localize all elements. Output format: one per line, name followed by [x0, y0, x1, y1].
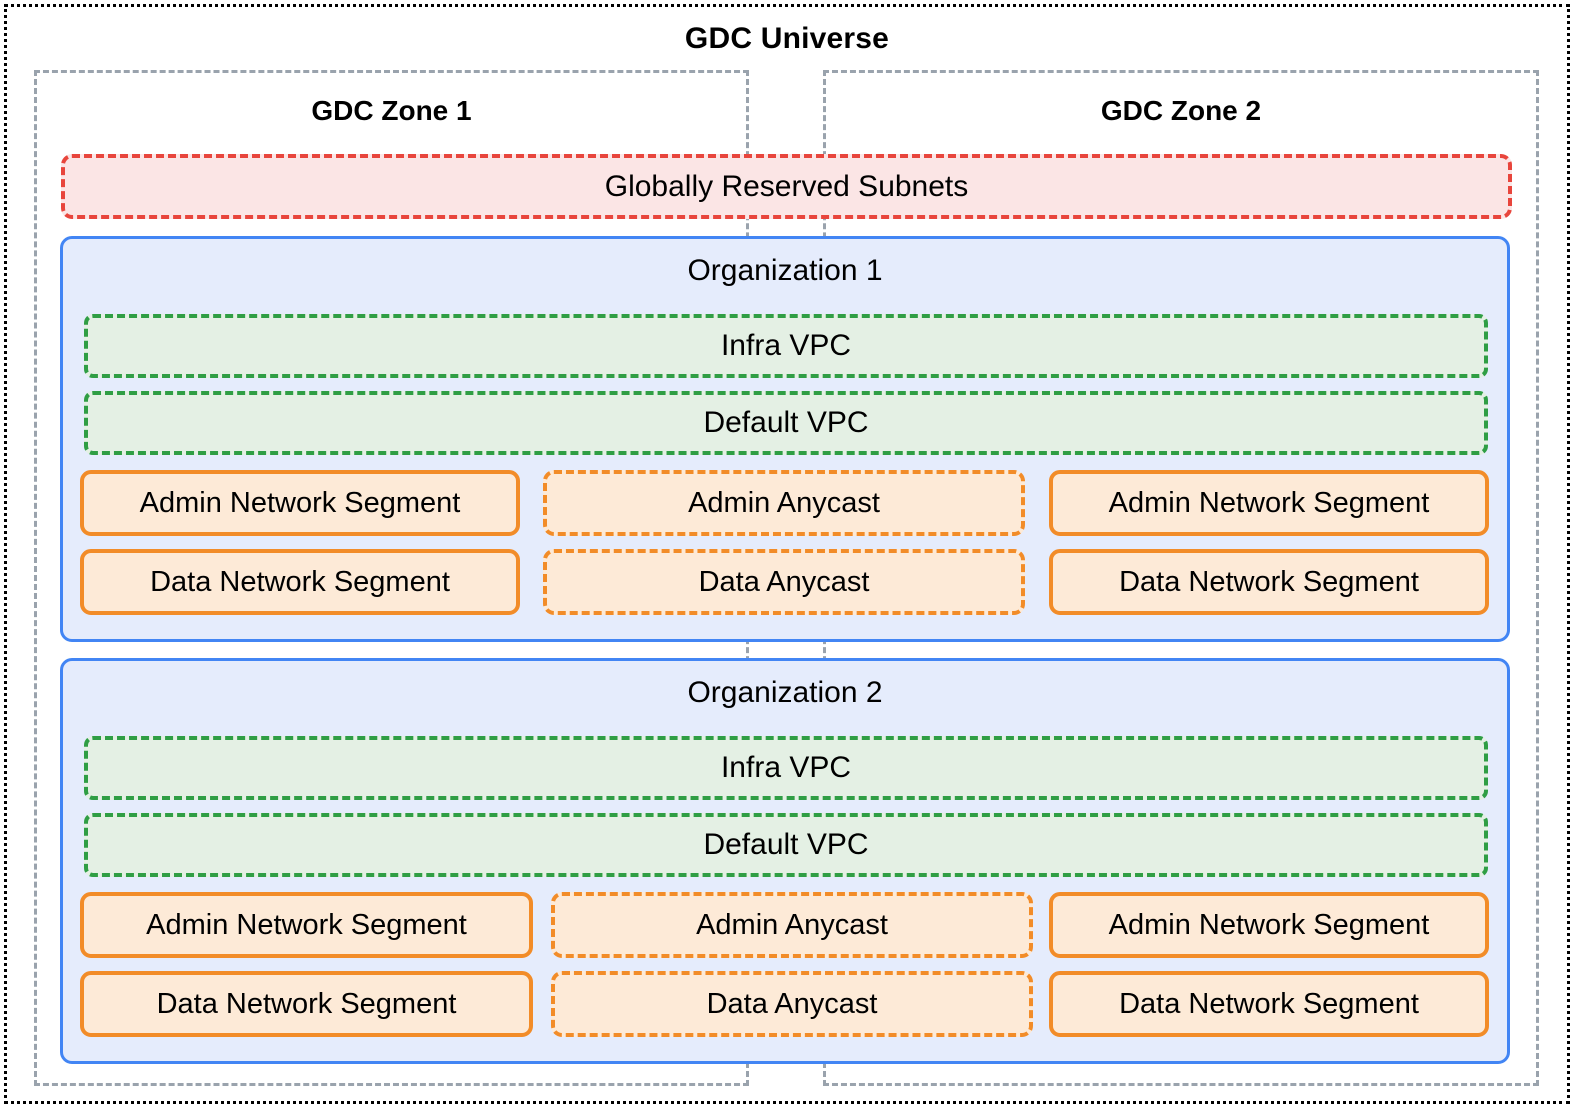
organization-2-box: Organization 2 Infra VPC Default VPC Adm… [60, 658, 1510, 1064]
organization-2-zone-1-data-network-segment-box: Data Network Segment [80, 971, 533, 1037]
organization-2-zone-2-data-network-segment-box: Data Network Segment [1049, 971, 1489, 1037]
organization-1-data-anycast-box: Data Anycast [543, 549, 1025, 615]
organization-1-zone-2-data-network-segment-label: Data Network Segment [1119, 566, 1419, 598]
organization-2-title: Organization 2 [687, 676, 883, 709]
organization-2-zone-1-data-network-segment-label: Data Network Segment [156, 988, 457, 1020]
organization-2-admin-anycast-box: Admin Anycast [551, 892, 1033, 958]
organization-1-zone-2-admin-network-segment-box: Admin Network Segment [1049, 470, 1489, 536]
organization-2-infra-vpc-label: Infra VPC [720, 751, 852, 784]
organization-1-title: Organization 1 [687, 254, 883, 287]
organization-2-zone-2-admin-network-segment-box: Admin Network Segment [1049, 892, 1489, 958]
organization-1-infra-vpc-box: Infra VPC [84, 314, 1488, 378]
globally-reserved-subnets-label: Globally Reserved Subnets [604, 169, 969, 203]
organization-1-zone-1-admin-network-segment-box: Admin Network Segment [80, 470, 520, 536]
organization-2-zone-2-admin-network-segment-label: Admin Network Segment [1108, 909, 1430, 941]
organization-1-zone-1-data-network-segment-box: Data Network Segment [80, 549, 520, 615]
organization-1-admin-anycast-label: Admin Anycast [688, 487, 880, 519]
organization-1-box: Organization 1 Infra VPC Default VPC Adm… [60, 236, 1510, 642]
organization-2-zone-2-data-network-segment-label: Data Network Segment [1119, 988, 1419, 1020]
organization-1-zone-1-data-network-segment-label: Data Network Segment [150, 566, 450, 598]
organization-2-default-vpc-box: Default VPC [84, 813, 1488, 877]
gdc-universe-title: GDC Universe [684, 22, 890, 55]
organization-1-zone-2-data-network-segment-box: Data Network Segment [1049, 549, 1489, 615]
globally-reserved-subnets-box: Globally Reserved Subnets [61, 154, 1512, 219]
organization-2-zone-1-admin-network-segment-box: Admin Network Segment [80, 892, 533, 958]
organization-2-infra-vpc-box: Infra VPC [84, 736, 1488, 800]
organization-2-data-anycast-label: Data Anycast [706, 988, 878, 1020]
organization-1-default-vpc-box: Default VPC [84, 391, 1488, 455]
organization-2-default-vpc-label: Default VPC [703, 828, 869, 861]
gdc-zone-2-title: GDC Zone 2 [1100, 95, 1262, 126]
organization-1-default-vpc-label: Default VPC [703, 406, 869, 439]
gdc-zone-1-title: GDC Zone 1 [311, 95, 472, 126]
organization-1-zone-2-admin-network-segment-label: Admin Network Segment [1108, 487, 1430, 519]
organization-1-data-anycast-label: Data Anycast [698, 566, 870, 598]
gdc-universe-frame [4, 4, 1570, 1104]
organization-1-zone-1-admin-network-segment-label: Admin Network Segment [139, 487, 461, 519]
organization-1-infra-vpc-label: Infra VPC [720, 329, 852, 362]
organization-2-zone-1-admin-network-segment-label: Admin Network Segment [146, 909, 467, 941]
organization-1-admin-anycast-box: Admin Anycast [543, 470, 1025, 536]
organization-2-admin-anycast-label: Admin Anycast [696, 909, 888, 941]
organization-2-data-anycast-box: Data Anycast [551, 971, 1033, 1037]
